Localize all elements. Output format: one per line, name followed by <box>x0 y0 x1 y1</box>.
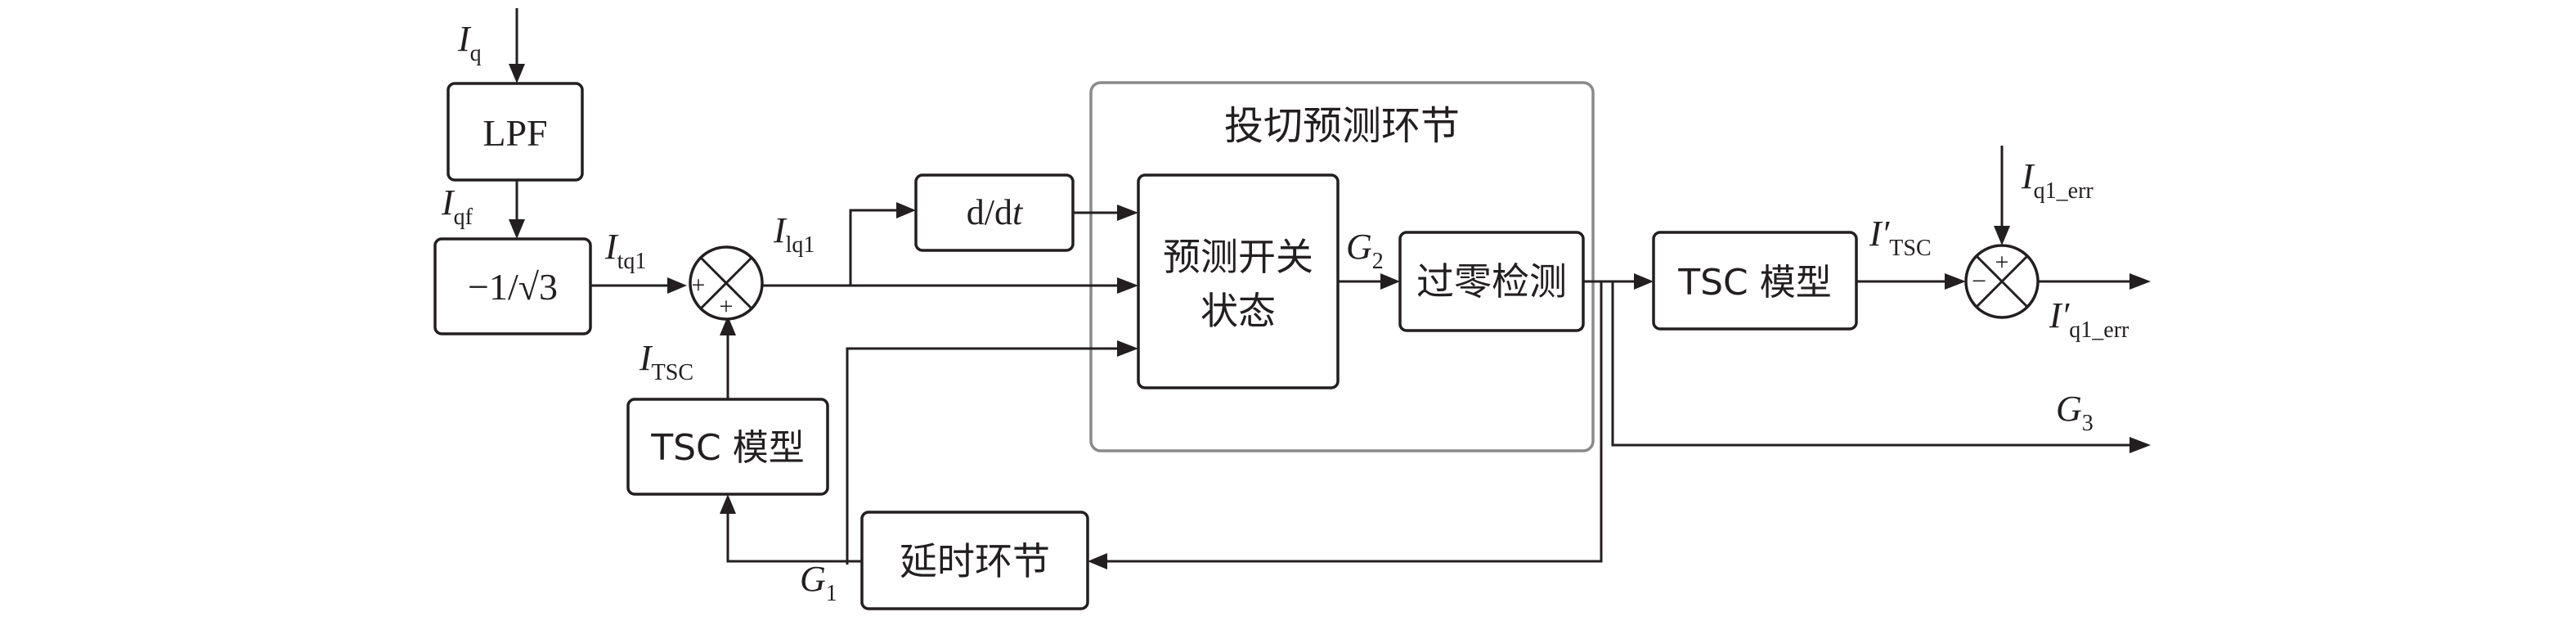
wire-g3-branch <box>1611 281 2129 447</box>
arrow-into-predict-bottom <box>1117 340 1138 357</box>
ddt-label: d/dt <box>967 192 1024 232</box>
ddt-block <box>914 173 1075 252</box>
tsc-model-right-block <box>1652 231 1858 331</box>
signal-itq1: Itq1 <box>604 227 646 274</box>
wire-branch-to-ddt <box>849 209 896 286</box>
signal-iprime-q1-err: I′q1_err <box>2049 295 2129 343</box>
group-title: 投切预测环节 <box>1224 103 1460 149</box>
signal-ilq1: Ilq1 <box>773 210 815 258</box>
wire-feedback-to-delay <box>1107 281 1603 563</box>
arrow-into-sum-bottom <box>720 316 736 335</box>
signal-iprime-tsc: I′TSC <box>1869 214 1932 261</box>
arrow-into-gain <box>509 219 525 239</box>
arrow-iq-into-lpf <box>509 64 525 83</box>
arrow-into-tsc-right <box>1634 273 1654 290</box>
sum-left-sign-left: + <box>692 272 706 299</box>
delay-block <box>860 511 1089 610</box>
predict-label-line2: 状态 <box>1200 289 1276 333</box>
signal-g2: G2 <box>1346 227 1384 274</box>
sum-left-sign-bottom: + <box>720 293 734 320</box>
arrow-into-err-sum-top <box>1994 226 2010 245</box>
predict-switch-state-block <box>1137 173 1340 389</box>
tsc-model-left-label: TSC 模型 <box>650 427 805 469</box>
signal-itsc: ITSC <box>639 338 693 385</box>
delay-label: 延时环节 <box>900 539 1050 583</box>
sum-junction-left: + + <box>689 245 764 321</box>
signal-iq: Iq <box>457 19 482 66</box>
sum-right-sign-left: − <box>1972 266 1986 295</box>
arrow-err-output <box>2129 273 2151 290</box>
arrow-into-predict-mid <box>1117 277 1138 294</box>
sum-junction-right: + − <box>1964 244 2040 319</box>
arrow-into-delay <box>1088 553 1107 569</box>
gain-label: −1/√3 <box>468 266 558 308</box>
tsc-model-right-label: TSC 模型 <box>1677 262 1832 304</box>
signal-iq1-err: Iq1_err <box>2021 156 2094 204</box>
signal-g3: G3 <box>2056 389 2094 436</box>
arrow-into-zero <box>1380 273 1400 290</box>
arrow-into-sum-left <box>667 277 687 294</box>
signal-g1: G1 <box>800 559 837 606</box>
arrow-into-predict-top <box>1117 205 1138 221</box>
sum-right-sign-top: + <box>1995 249 2009 276</box>
wire-g1-to-predict <box>846 347 1117 565</box>
wire-delay-to-tsc-left <box>726 514 862 563</box>
arrow-g3-output <box>2129 437 2151 453</box>
arrow-into-tsc-left <box>720 494 736 514</box>
gain-block <box>433 237 592 335</box>
zero-crossing-detect-block <box>1398 231 1585 332</box>
predict-label-line1: 预测开关 <box>1163 235 1313 279</box>
arrow-into-ddt <box>896 202 916 218</box>
arrow-into-err-sum-left <box>1945 273 1966 290</box>
lpf-label: LPF <box>482 112 547 154</box>
zero-detect-label: 过零检测 <box>1416 259 1567 304</box>
signal-iqf: Iqf <box>441 182 473 230</box>
lpf-block <box>447 82 584 182</box>
tsc-model-left-block <box>626 398 829 496</box>
